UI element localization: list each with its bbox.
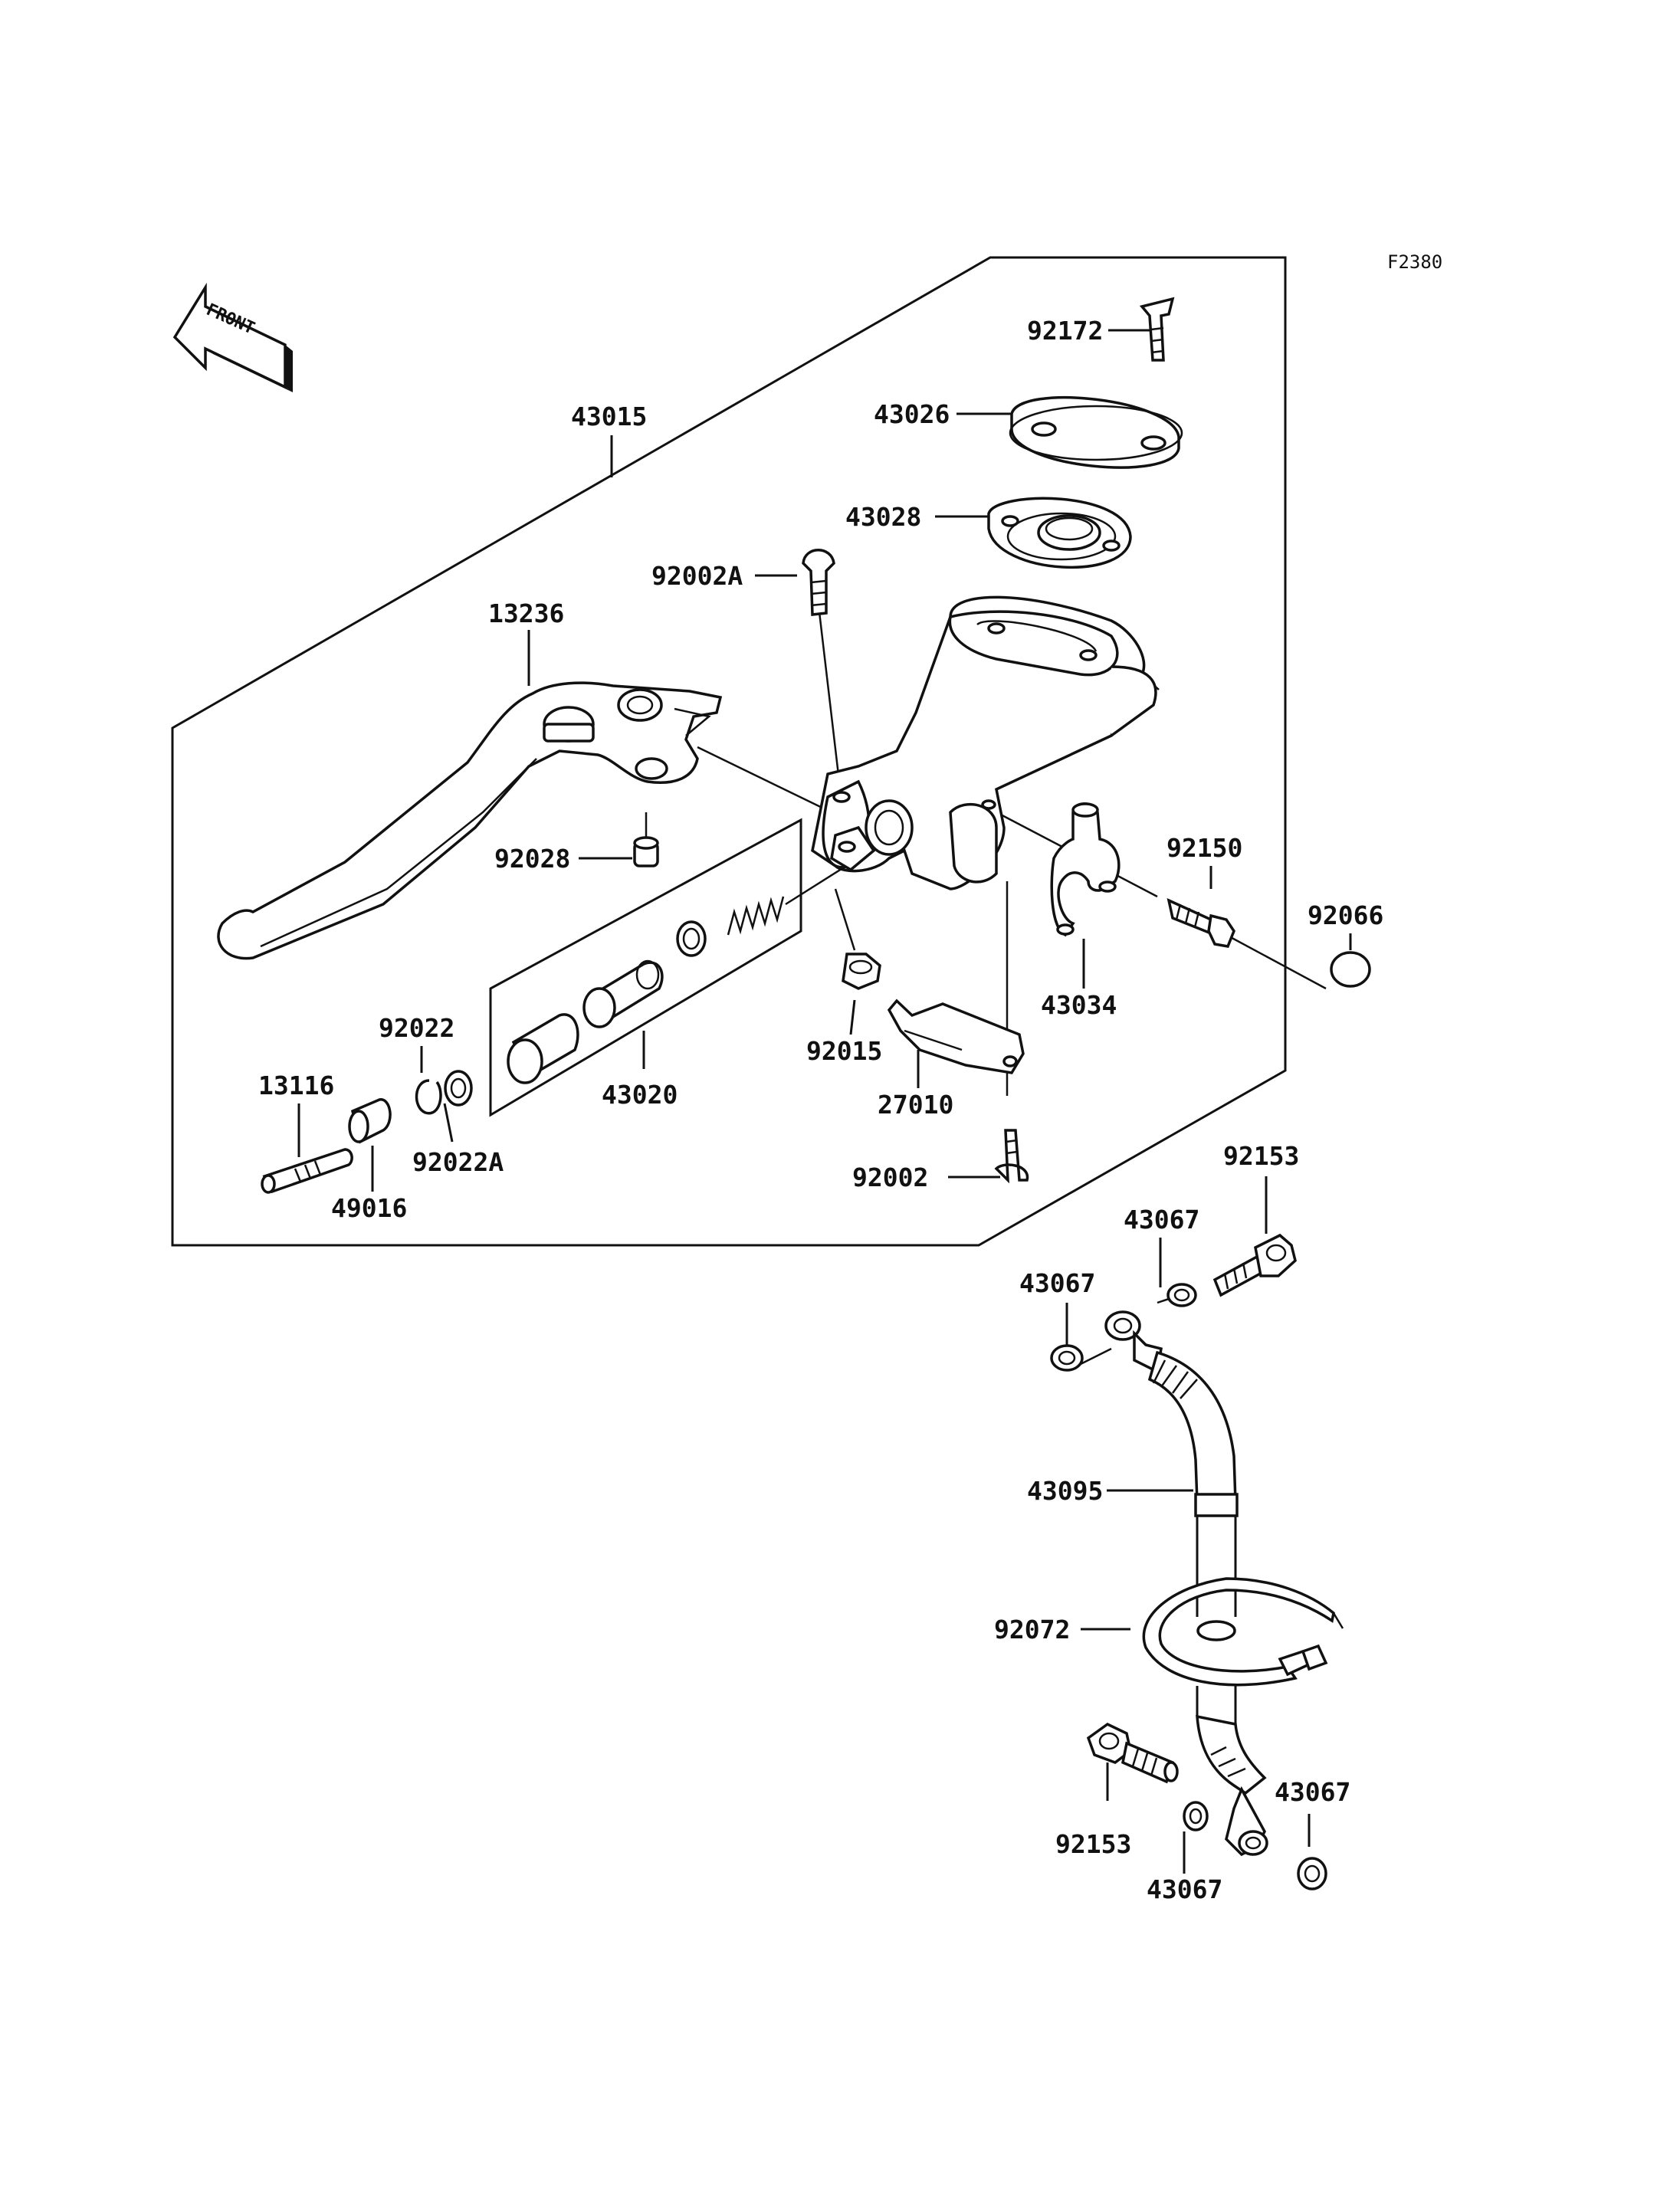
- bolt-92150-icon: [1166, 897, 1235, 948]
- washer-92022a-icon: [444, 1070, 473, 1107]
- label-13116: 13116: [258, 1071, 334, 1100]
- label-43015: 43015: [571, 402, 647, 431]
- label-92150: 92150: [1166, 833, 1242, 863]
- clutch-lever-icon: [217, 681, 723, 960]
- label-92153-upper: 92153: [1223, 1141, 1299, 1171]
- label-27010: 27010: [878, 1090, 953, 1120]
- label-43067-d: 43067: [1275, 1777, 1350, 1807]
- washer-43067-d-icon: [1297, 1857, 1327, 1890]
- label-43020: 43020: [602, 1080, 678, 1110]
- clamp-43034-icon: [1050, 802, 1121, 937]
- label-92066: 92066: [1308, 900, 1383, 930]
- label-43067-a: 43067: [1124, 1205, 1199, 1235]
- label-92028: 92028: [494, 844, 570, 874]
- washer-43067-b-icon: [1050, 1344, 1084, 1372]
- label-92022: 92022: [379, 1013, 454, 1043]
- hose-band-icon: [1142, 1577, 1344, 1687]
- spring-icon: [727, 896, 785, 936]
- cap-92066-icon: [1330, 951, 1371, 988]
- label-43067-b: 43067: [1019, 1268, 1095, 1298]
- label-92172: 92172: [1027, 316, 1103, 346]
- label-43028: 43028: [845, 502, 921, 532]
- push-rod-holder-49016-icon: [348, 1098, 392, 1144]
- front-arrow-icon: FRONT: [172, 282, 293, 392]
- diaphragm-icon: [987, 497, 1132, 569]
- label-43034: 43034: [1041, 990, 1117, 1020]
- push-rod-13116-icon: [261, 1148, 353, 1194]
- label-92153-lower: 92153: [1055, 1829, 1131, 1859]
- label-92002a: 92002A: [651, 561, 743, 591]
- banjo-bolt-lower-icon: [1086, 1722, 1179, 1784]
- reservoir-cap-icon: [1009, 396, 1183, 469]
- part-labels: 43015 92172 43026 43028 92002A 13236 920…: [258, 316, 1383, 1904]
- master-cylinder-body-icon: [811, 595, 1160, 890]
- cup-seal-icon: [676, 920, 707, 957]
- label-13236: 13236: [488, 598, 564, 628]
- label-92015: 92015: [806, 1036, 882, 1066]
- label-49016: 49016: [331, 1193, 407, 1223]
- piston-sleeve-icon: [507, 1013, 579, 1084]
- label-92022a: 92022A: [412, 1147, 504, 1177]
- assembly-boundary: [171, 256, 1287, 1247]
- label-43095: 43095: [1027, 1476, 1103, 1506]
- label-43067-c: 43067: [1147, 1874, 1222, 1904]
- label-92002: 92002: [852, 1162, 928, 1192]
- label-92072: 92072: [994, 1615, 1070, 1644]
- piston-kit-frame: [489, 818, 802, 1117]
- clutch-switch-icon: [887, 998, 1025, 1074]
- screw-92002-icon: [994, 1129, 1029, 1184]
- circlip-92022-icon: [415, 1079, 442, 1115]
- banjo-bolt-upper-icon: [1212, 1233, 1297, 1297]
- screw-92172-icon: [1139, 297, 1175, 362]
- figure-code: F2380: [1387, 251, 1442, 273]
- screw-92002a-icon: [802, 549, 835, 616]
- piston-icon: [582, 959, 664, 1028]
- washer-43067-a-icon: [1166, 1283, 1197, 1307]
- label-43026: 43026: [874, 399, 950, 429]
- washer-43067-c-icon: [1183, 1801, 1209, 1831]
- pivot-bushing-92028-icon: [633, 836, 659, 867]
- clutch-hose-icon: [1104, 1310, 1268, 1857]
- nut-92015-icon: [842, 953, 881, 990]
